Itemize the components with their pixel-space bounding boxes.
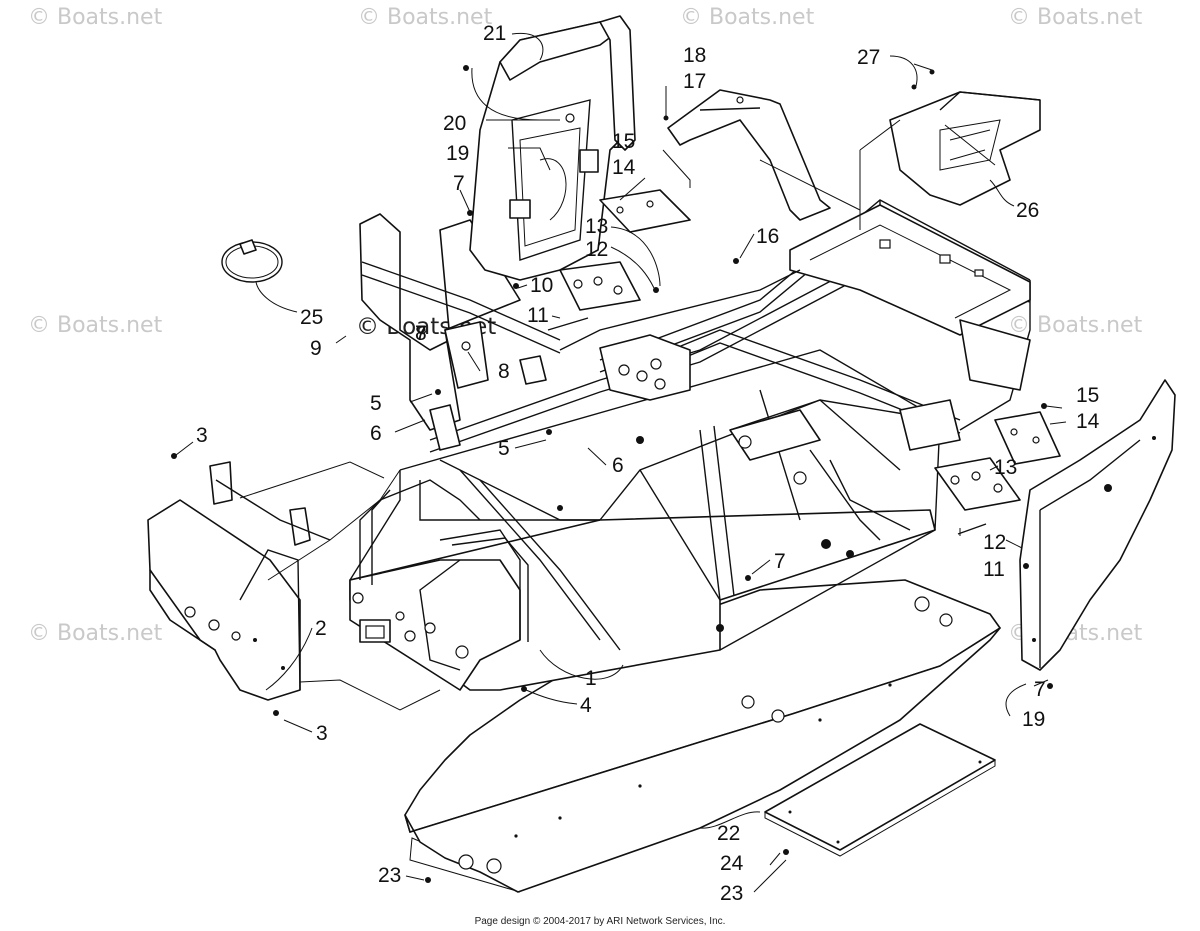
callout-22: 22	[717, 822, 740, 845]
callout-15: 15	[1076, 384, 1099, 407]
left-roll-bar	[359, 213, 561, 451]
callout-13: 13	[585, 215, 608, 238]
callout-labels: 1 2 3 3 4 5 5 6 6 7 7 7 7 8 8 9 10 11 11…	[196, 22, 1100, 905]
callout-7: 7	[774, 550, 786, 573]
side-skid-panel	[764, 723, 996, 857]
callout-21: 21	[483, 22, 506, 45]
callout-2: 2	[315, 617, 327, 640]
bracket-13-right	[934, 457, 1021, 511]
callout-14: 14	[612, 156, 636, 179]
watermark: © Boats.net	[28, 621, 163, 646]
watermark: © Boats.net	[28, 5, 163, 30]
callout-1: 1	[585, 667, 597, 690]
callout-5: 5	[498, 437, 510, 460]
callout-23: 23	[720, 882, 743, 905]
callout-25: 25	[300, 306, 323, 329]
rear-brace	[667, 89, 831, 221]
watermark: © Boats.net	[28, 313, 163, 338]
seat-belt	[221, 239, 283, 283]
callout-8: 8	[498, 360, 510, 383]
callout-13: 13	[994, 456, 1017, 479]
callout-7: 7	[1034, 678, 1046, 701]
right-rear-panel	[1019, 379, 1176, 671]
rear-cargo-box	[889, 91, 1041, 206]
callout-11: 11	[527, 304, 549, 327]
callout-27: 27	[857, 46, 880, 69]
callout-16: 16	[756, 225, 779, 248]
callout-11: 11	[983, 558, 1005, 581]
callout-6: 6	[612, 454, 624, 477]
callout-5: 5	[370, 392, 382, 415]
page-footer: Page design © 2004-2017 by ARI Network S…	[474, 916, 726, 927]
callout-4: 4	[580, 694, 592, 717]
callout-26: 26	[1016, 199, 1039, 222]
callout-3: 3	[196, 424, 208, 447]
callout-19: 19	[446, 142, 469, 165]
bracket-14-right	[994, 411, 1061, 465]
callout-12: 12	[983, 531, 1006, 554]
callout-10: 10	[530, 274, 553, 297]
watermark: © Boats.net	[680, 5, 815, 30]
skid-plate	[404, 579, 1001, 893]
callout-18: 18	[683, 44, 706, 67]
callout-7: 7	[453, 172, 465, 195]
callout-3: 3	[316, 722, 328, 745]
bracket-13-left	[559, 261, 641, 311]
callout-17: 17	[683, 70, 706, 93]
watermark: © Boats.net	[1008, 5, 1143, 30]
callout-9: 9	[310, 337, 322, 360]
callout-14: 14	[1076, 410, 1100, 433]
callout-19: 19	[1022, 708, 1045, 731]
main-frame	[349, 199, 1031, 691]
watermark: © Boats.net	[358, 5, 493, 30]
callout-6: 6	[370, 422, 382, 445]
bracket-upper-left	[599, 189, 691, 233]
fasteners	[171, 65, 1053, 883]
callout-12: 12	[585, 238, 608, 261]
callout-15: 15	[612, 130, 635, 153]
seat-back	[469, 15, 636, 281]
callout-24: 24	[720, 852, 744, 875]
callout-23: 23	[378, 864, 401, 887]
callout-20: 20	[443, 112, 466, 135]
callout-8: 8	[415, 322, 427, 345]
left-front-panel	[147, 461, 331, 701]
leader-lines	[175, 32, 1067, 893]
callout-7: 7	[415, 322, 427, 345]
